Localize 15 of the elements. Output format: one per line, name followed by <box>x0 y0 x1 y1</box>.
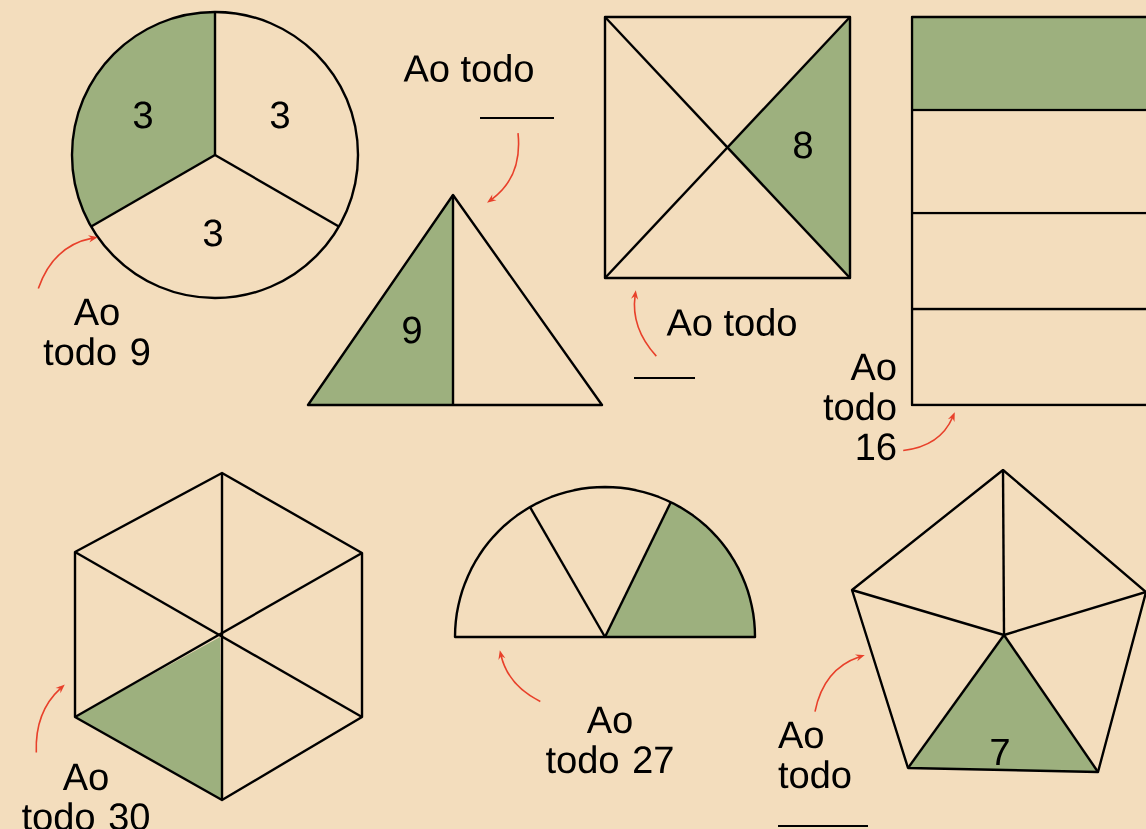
number-label: 3 <box>270 101 289 129</box>
number-label: 9 <box>403 316 421 344</box>
answer-label: Ao todo 27 <box>546 706 673 774</box>
answer-label: Ao todo <box>778 721 851 789</box>
number-label: 3 <box>203 219 222 247</box>
number-label: 3 <box>133 101 152 129</box>
answer-label: Ao todo 9 <box>43 298 150 366</box>
answer-label: Ao todo 16 <box>823 353 896 461</box>
number-label: 8 <box>794 131 812 159</box>
answer-label: Ao todo <box>403 54 533 82</box>
striped-rectangle <box>910 15 1146 407</box>
arrow <box>487 132 520 203</box>
answer-label: Ao todo <box>666 308 796 336</box>
divided-semicircle <box>453 485 757 639</box>
number-label: 7 <box>991 738 1009 766</box>
